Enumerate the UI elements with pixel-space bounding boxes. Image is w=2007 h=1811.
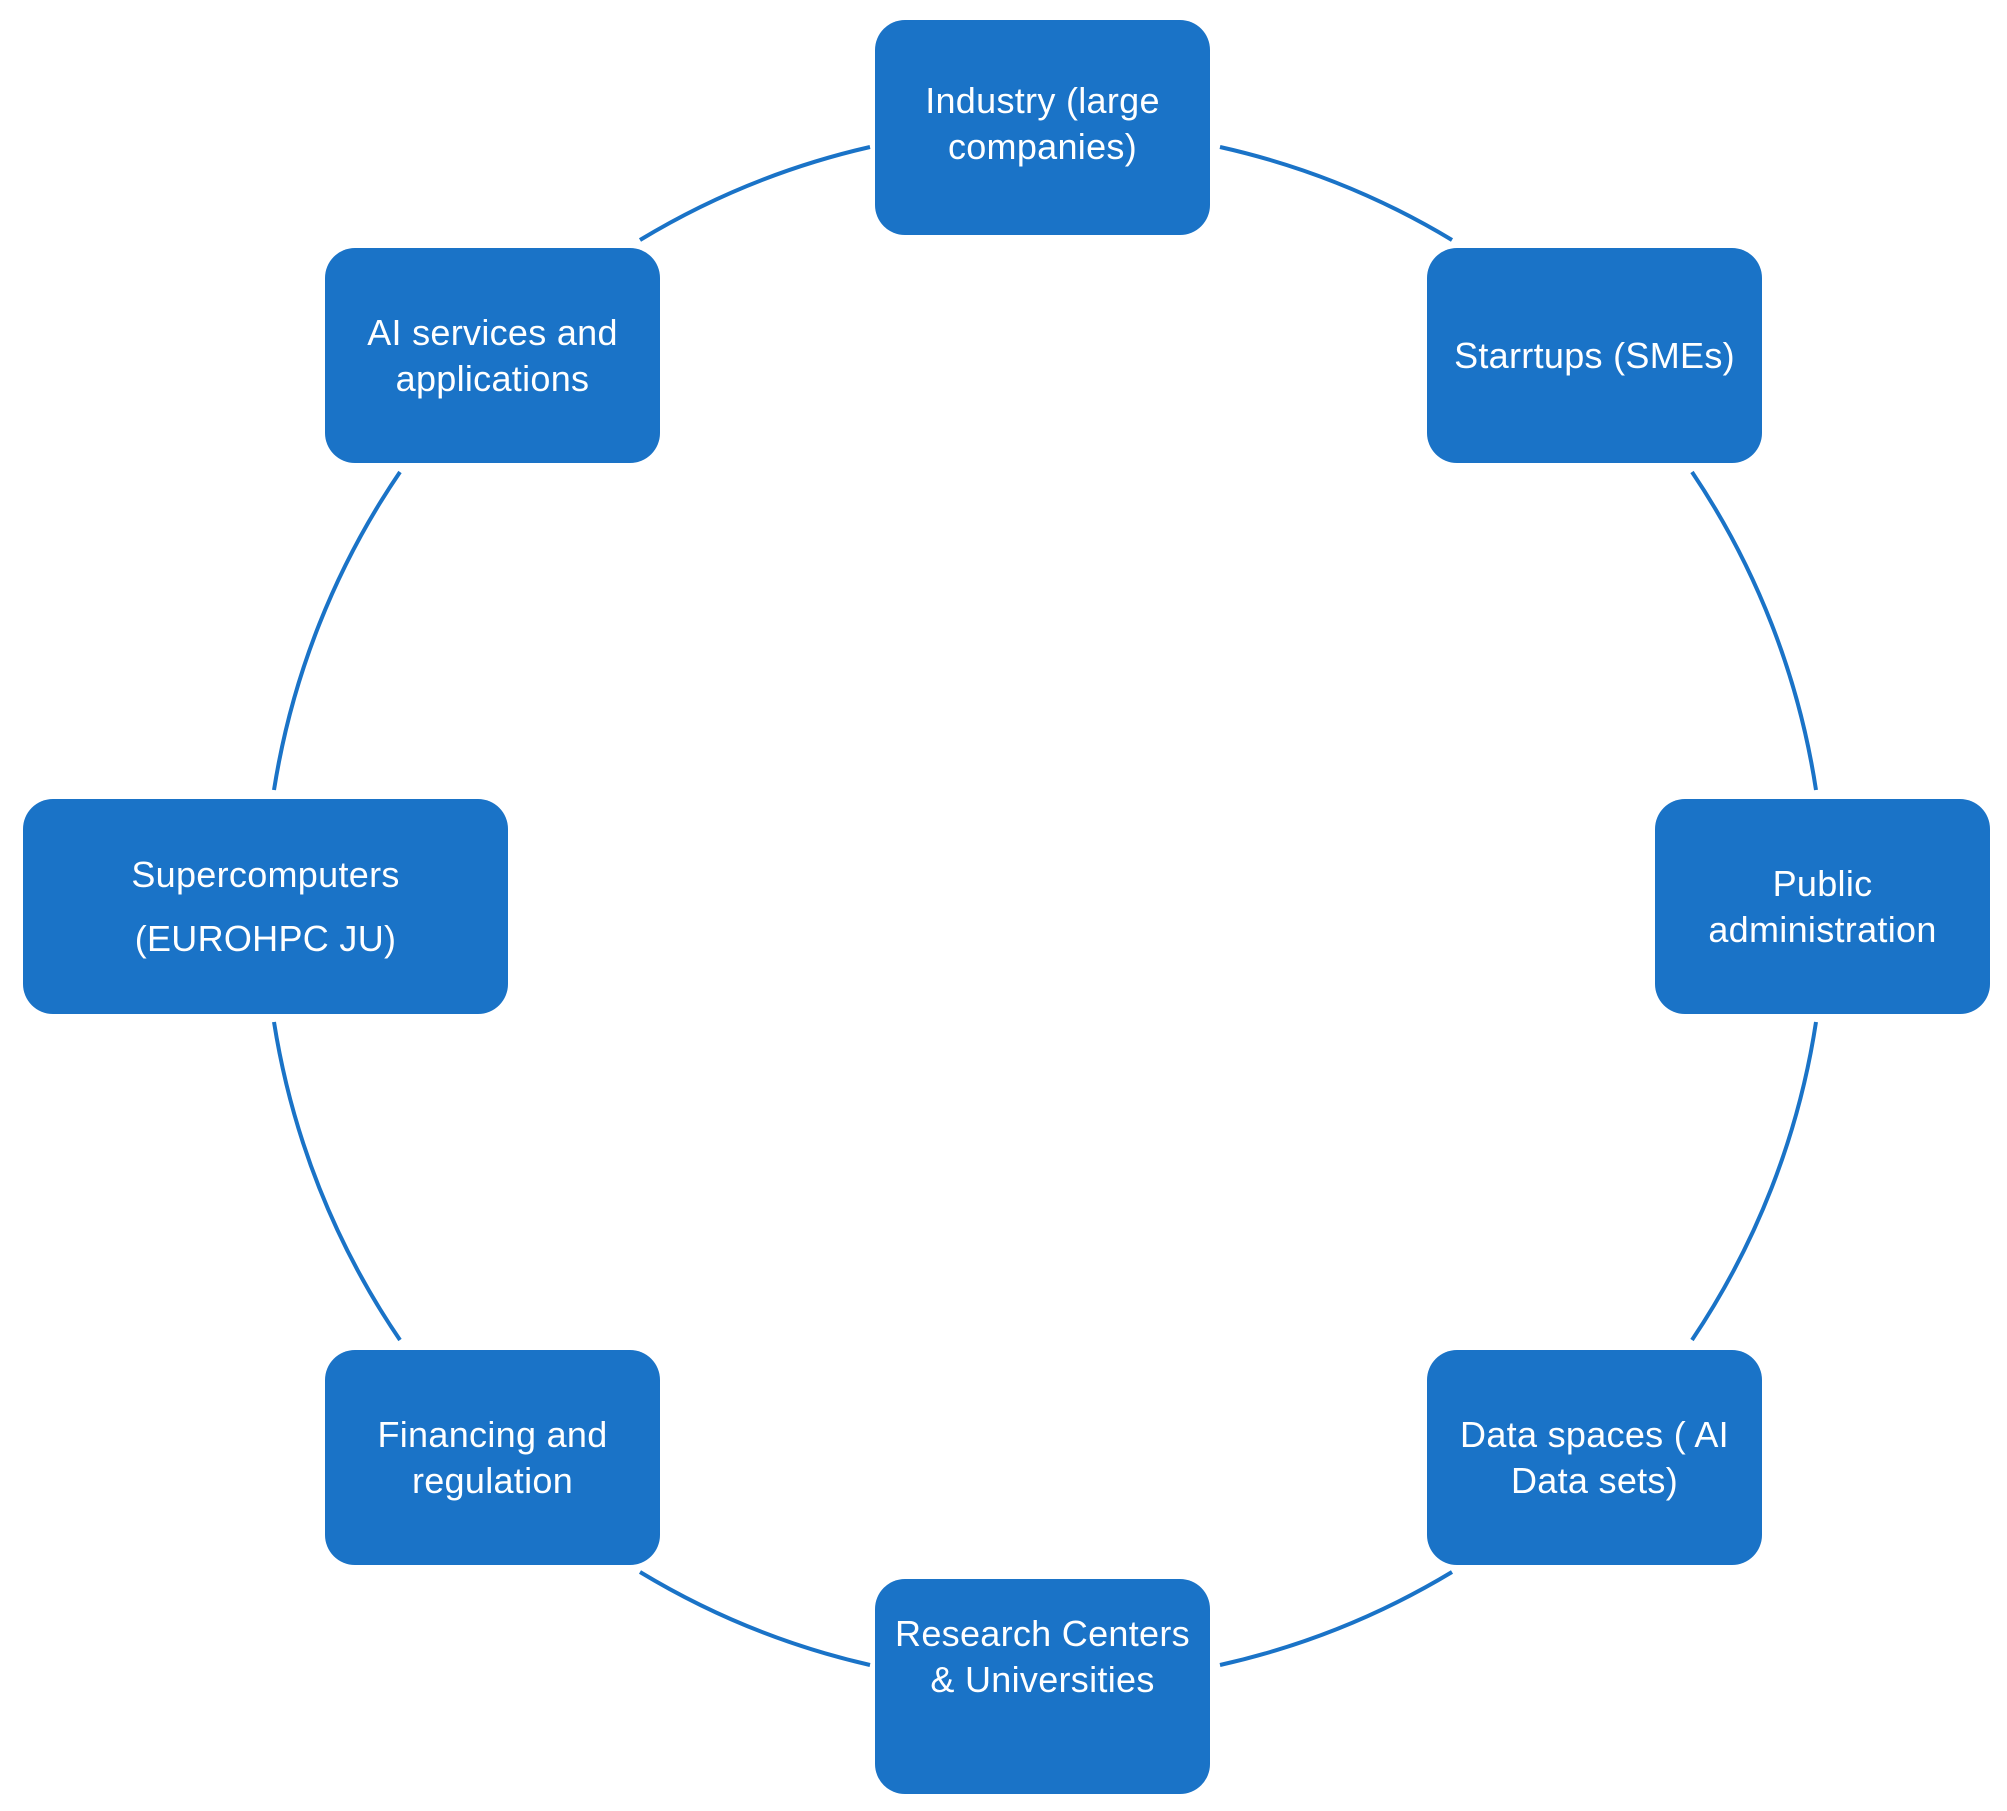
node-startups: Starrtups (SMEs) bbox=[1427, 248, 1762, 463]
node-supercomputers-label: Supercomputers (EUROHPC JU) bbox=[131, 853, 400, 959]
node-industry: Industry (large companies) bbox=[875, 20, 1210, 235]
node-research-centers: Research Centers & Universities bbox=[875, 1579, 1210, 1794]
connector-arc-research-financing bbox=[638, 1570, 871, 1667]
connector-arc-public-data bbox=[1690, 1021, 1818, 1342]
node-industry-label: Industry (large companies) bbox=[925, 80, 1160, 167]
connector-arc-data-research bbox=[1219, 1570, 1454, 1667]
node-supercomputers: Supercomputers (EUROHPC JU) bbox=[23, 799, 508, 1014]
node-startups-label: Starrtups (SMEs) bbox=[1454, 334, 1735, 376]
connector-arc-startups-public bbox=[1690, 470, 1818, 791]
node-ai-services: AI services and applications bbox=[325, 248, 660, 463]
connector-arc-financing-supercomputers bbox=[272, 1021, 402, 1342]
node-financing-label: Financing and regulation bbox=[377, 1413, 608, 1501]
connector-arc-supercomputers-aiservices bbox=[272, 470, 402, 791]
connector-arc-industry-startups bbox=[1219, 145, 1454, 242]
node-data-spaces: Data spaces ( AI Data sets) bbox=[1427, 1350, 1762, 1565]
connector-arc-aiservices-industry bbox=[638, 145, 871, 242]
node-data-spaces-label: Data spaces ( AI Data sets) bbox=[1460, 1413, 1729, 1501]
node-public-administration: Public administration bbox=[1655, 799, 1990, 1014]
node-research-centers-label: Research Centers & Universities bbox=[895, 1613, 1190, 1700]
node-public-administration-label: Public administration bbox=[1708, 862, 1937, 950]
node-ai-services-label: AI services and applications bbox=[367, 311, 618, 399]
node-financing: Financing and regulation bbox=[325, 1350, 660, 1565]
